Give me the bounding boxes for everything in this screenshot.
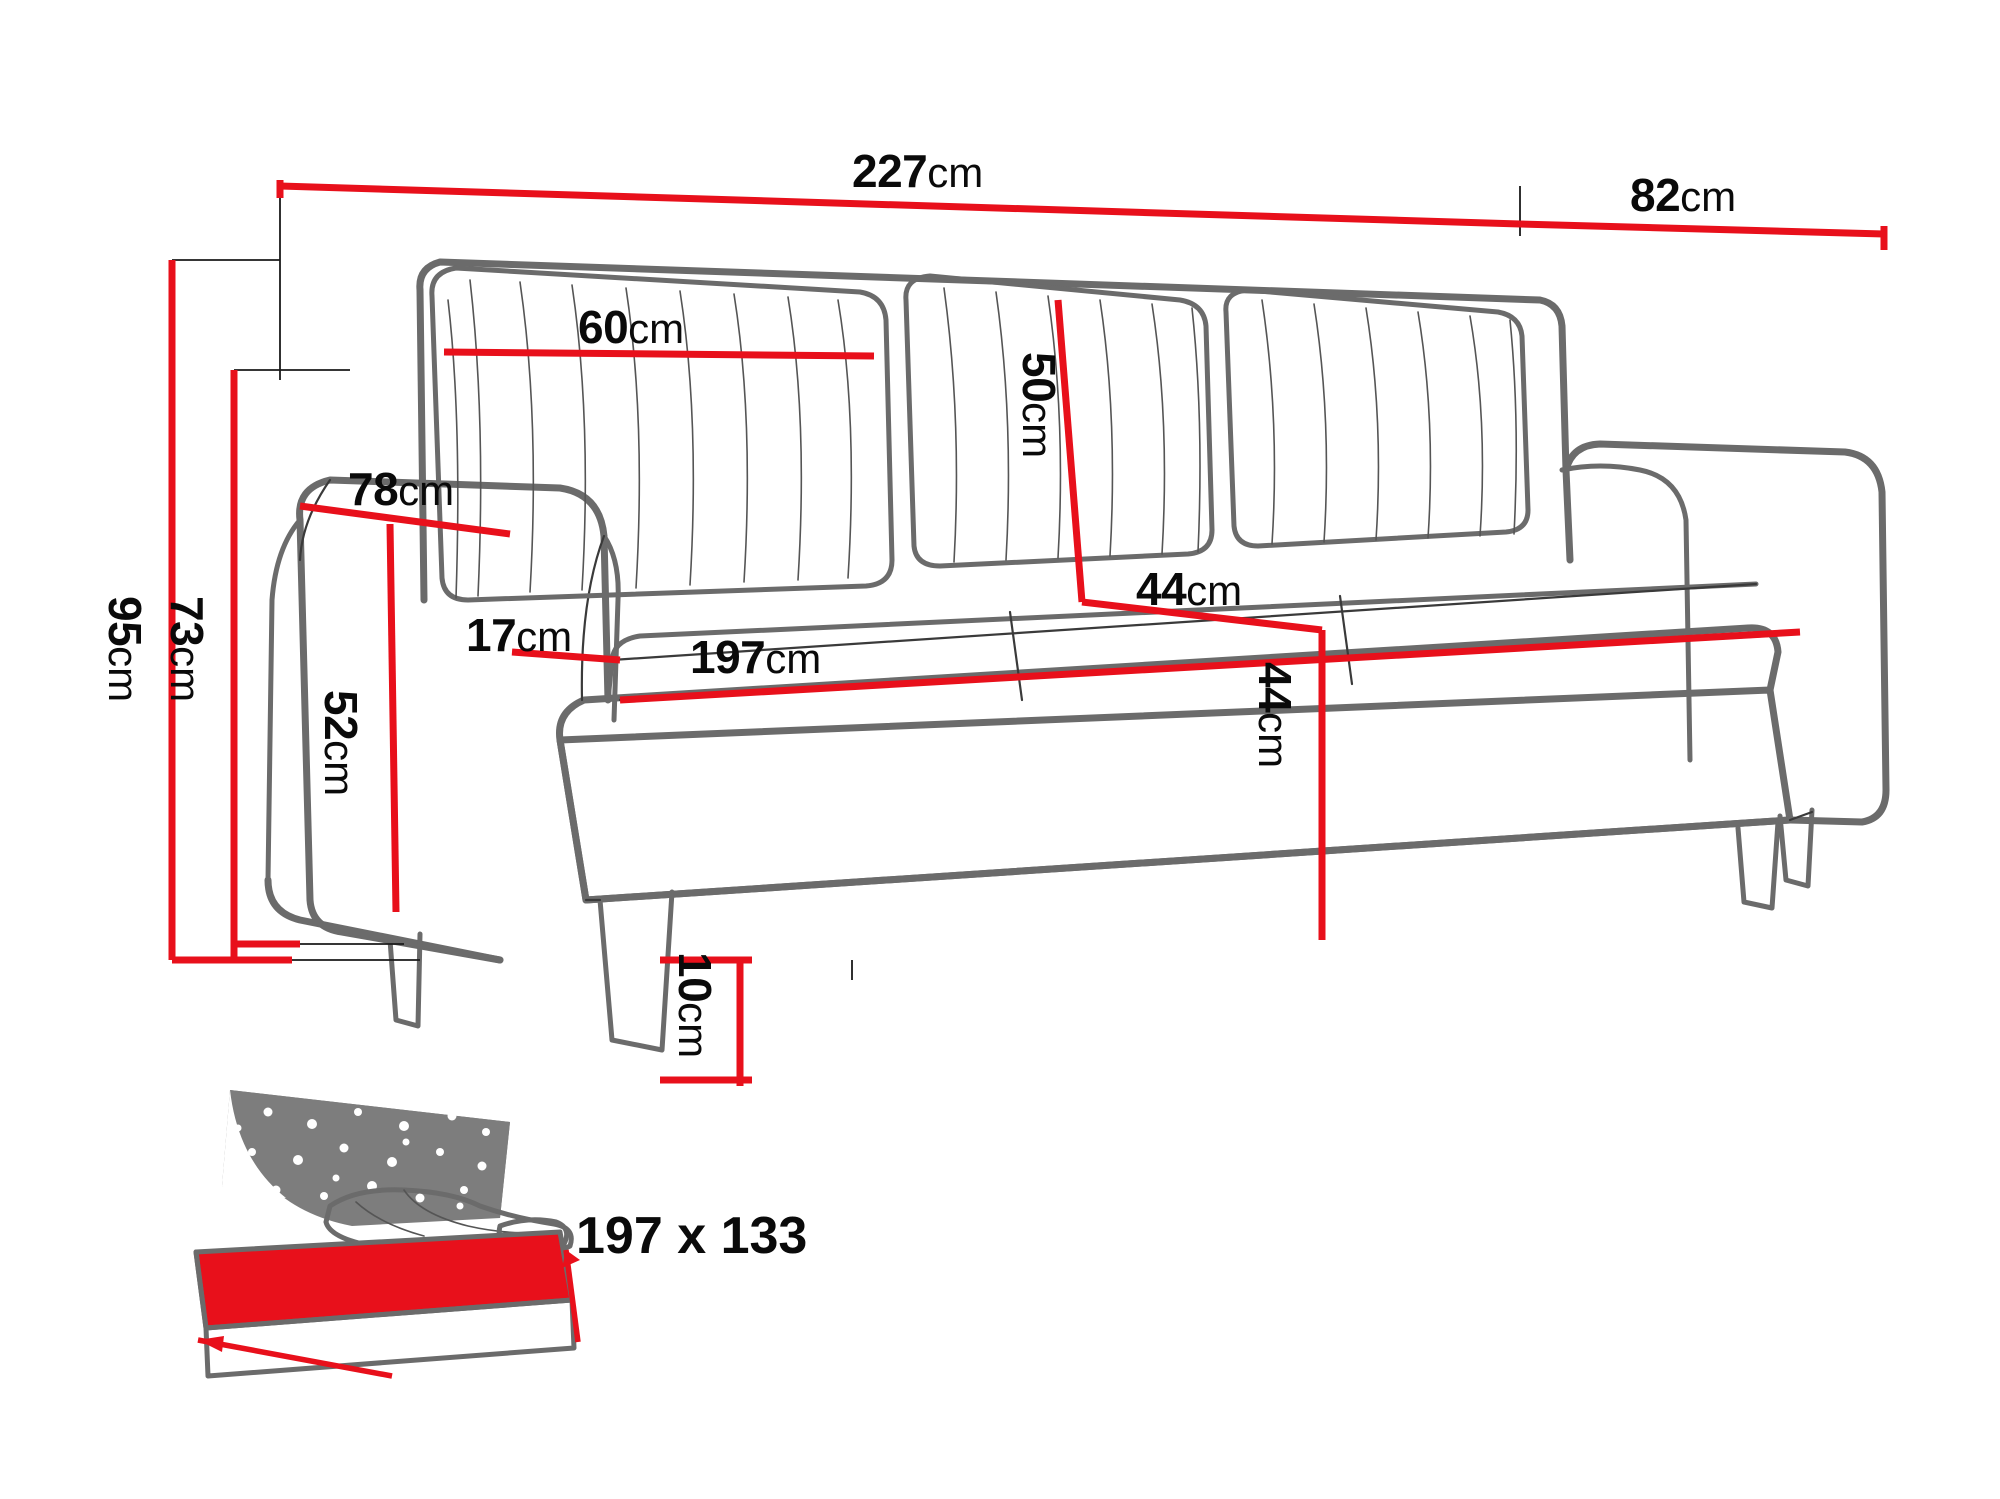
sofa-illustration <box>264 258 1890 1053</box>
sofa-legs <box>387 807 1815 1053</box>
dimline-seat-depth <box>1081 598 1323 634</box>
backrest-height-unit: cm <box>1014 402 1061 459</box>
dimline-armrest-height <box>386 523 400 913</box>
seat-width-value: 197 <box>690 631 766 683</box>
armrest-depth-value: 78 <box>348 463 399 515</box>
sleeping-area-icon <box>193 1090 581 1379</box>
total-height-value: 95 <box>99 596 151 647</box>
backrest-height-value: 50 <box>1013 352 1065 403</box>
seat-height-value: 44 <box>1249 662 1301 713</box>
seat-height-unit: cm <box>1250 712 1297 769</box>
overall-width-value: 227 <box>852 145 928 197</box>
dimline-backrest-height <box>1054 299 1086 603</box>
overall-depth-value: 82 <box>1630 169 1681 221</box>
dimline-cushion-width <box>443 348 875 360</box>
cushion-width-unit: cm <box>628 305 685 352</box>
extension-lines <box>171 186 1521 980</box>
label-overall-depth: 82cm <box>1630 168 1736 222</box>
dimline-armrest-thickness <box>511 648 621 664</box>
label-seat-height: 44cm <box>1248 662 1302 768</box>
dimline-seat-width <box>619 628 1801 704</box>
leg-height-value: 10 <box>669 952 721 1003</box>
leg-height-unit: cm <box>670 1002 717 1059</box>
overall-width-unit: cm <box>927 149 984 196</box>
armrest-thickness-value: 17 <box>466 609 517 661</box>
dimline-overall-width <box>279 182 1521 228</box>
label-armrest-depth: 78cm <box>348 462 454 516</box>
label-total-height: 95cm <box>98 596 152 702</box>
seat-depth-unit: cm <box>1186 567 1243 614</box>
overall-depth-unit: cm <box>1680 173 1737 220</box>
label-overall-width: 227cm <box>852 144 983 198</box>
armrest-height-value: 52 <box>315 690 367 741</box>
armrest-depth-unit: cm <box>398 467 455 514</box>
armrest-thickness-unit: cm <box>516 613 573 660</box>
seat-depth-value: 44 <box>1136 563 1187 615</box>
label-back-height: 73cm <box>160 596 214 702</box>
label-seat-depth: 44cm <box>1136 562 1242 616</box>
label-armrest-height: 52cm <box>314 690 368 796</box>
seat-width-unit: cm <box>765 635 822 682</box>
label-sleeping-area: 197 x 133 <box>576 1207 808 1265</box>
label-cushion-width: 60cm <box>578 300 684 354</box>
label-armrest-thickness: 17cm <box>466 608 572 662</box>
back-height-value: 73 <box>161 596 213 647</box>
label-seat-width: 197cm <box>690 630 821 684</box>
back-cushions <box>429 265 1531 603</box>
armrest-height-unit: cm <box>316 740 363 797</box>
dimline-armrest-depth <box>299 502 511 538</box>
total-height-unit: cm <box>100 646 147 703</box>
dimension-lines <box>168 180 1888 1086</box>
label-leg-height: 10cm <box>668 952 722 1058</box>
label-backrest-height: 50cm <box>1012 352 1066 458</box>
dimline-overall-depth <box>1519 220 1885 238</box>
back-height-unit: cm <box>162 646 209 703</box>
cushion-width-value: 60 <box>578 301 629 353</box>
